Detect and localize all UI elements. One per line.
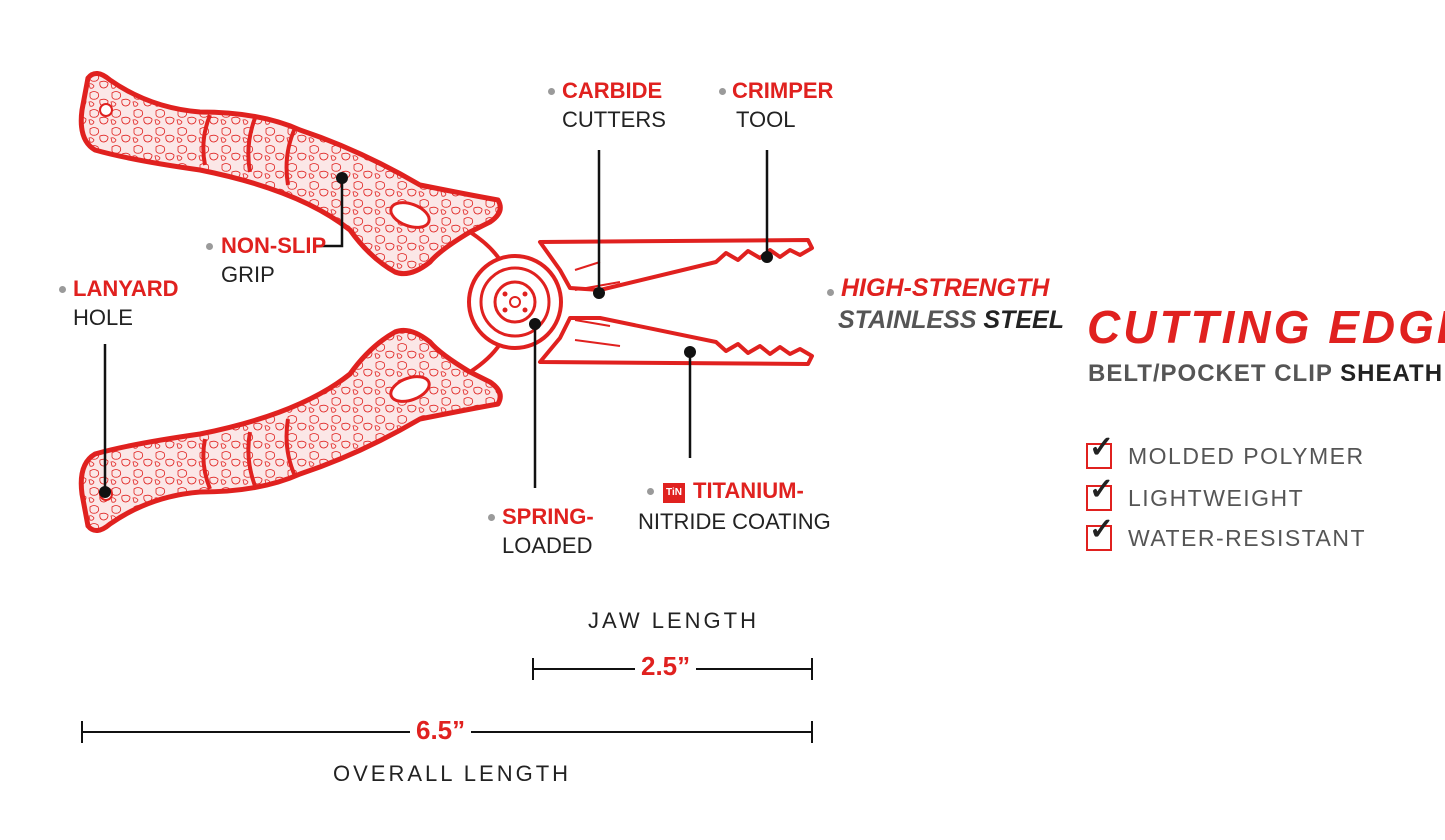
feature-item: ✓ WATER-RESISTANT: [1086, 515, 1367, 554]
lower-handle: [78, 327, 503, 533]
feature-item: ✓ LIGHTWEIGHT: [1086, 475, 1305, 514]
nonslip-bullet: [206, 243, 213, 250]
upper-handle: [78, 71, 503, 277]
highstrength-grey: STAINLESS: [838, 306, 977, 334]
carbide-bullet: [548, 88, 555, 95]
titanium-bullet: [647, 488, 654, 495]
titanium-black: NITRIDE COATING: [638, 509, 831, 534]
panel-subtitle: BELT/POCKET CLIP SHEATH: [1088, 360, 1443, 388]
carbide-black: CUTTERS: [562, 107, 666, 132]
lanyard-red: LANYARD: [73, 276, 179, 301]
highstrength-black: STEEL: [983, 306, 1064, 334]
leader-dots: [99, 172, 773, 498]
highstrength-bullet: [827, 289, 834, 296]
upper-jaw: [538, 238, 814, 292]
spring-red: SPRING-: [502, 504, 594, 529]
spring-bullet: [488, 514, 495, 521]
overall-length-label: OVERALL LENGTH: [333, 761, 572, 786]
feature-label: WATER-RESISTANT: [1128, 524, 1367, 551]
spring-black: LOADED: [502, 533, 593, 558]
highstrength-red: HIGH-STRENGTH: [841, 274, 1050, 302]
feature-item: ✓ MOLDED POLYMER: [1086, 433, 1365, 472]
callout-carbide-cutters: CARBIDE CUTTERS: [562, 76, 666, 134]
callout-crimper-tool: CRIMPER TOOL: [732, 76, 833, 134]
tin-badge-icon: TiN: [663, 483, 685, 503]
callout-nonslip-grip: NON-SLIP GRIP: [221, 231, 326, 289]
lanyard-bullet: [59, 286, 66, 293]
titanium-red: TITANIUM-: [693, 478, 804, 503]
overall-length-value: 6.5”: [410, 715, 472, 746]
crimper-bullet: [719, 88, 726, 95]
crimper-red: CRIMPER: [732, 78, 834, 103]
lower-jaw: [538, 316, 814, 366]
jaw-length-label: JAW LENGTH: [588, 608, 759, 633]
nonslip-black: GRIP: [221, 262, 275, 287]
leader-lines: [103, 150, 769, 492]
checkbox-checked-icon: ✓: [1086, 433, 1114, 469]
checkbox-checked-icon: ✓: [1086, 475, 1114, 511]
carbide-red: CARBIDE: [562, 78, 663, 103]
panel-subtitle-main: BELT/POCKET CLIP: [1088, 360, 1333, 387]
panel-title: CUTTING EDGE: [1087, 301, 1445, 353]
crimper-black: TOOL: [736, 107, 796, 132]
feature-label: MOLDED POLYMER: [1128, 442, 1365, 469]
checkbox-checked-icon: ✓: [1086, 515, 1114, 551]
nonslip-red: NON-SLIP: [221, 233, 327, 258]
callout-spring-loaded: SPRING- LOADED: [502, 502, 594, 560]
jaw-length-value: 2.5”: [635, 651, 697, 682]
panel-subtitle-end: SHEATH: [1340, 360, 1444, 387]
callout-titanium-nitride: TiN TITANIUM- NITRIDE COATING: [638, 476, 831, 536]
feature-label: LIGHTWEIGHT: [1128, 484, 1305, 511]
callout-lanyard-hole: LANYARD HOLE: [73, 274, 179, 332]
lanyard-black: HOLE: [73, 305, 133, 330]
callout-high-strength-steel: HIGH-STRENGTH STAINLESS STEEL: [838, 272, 1064, 336]
